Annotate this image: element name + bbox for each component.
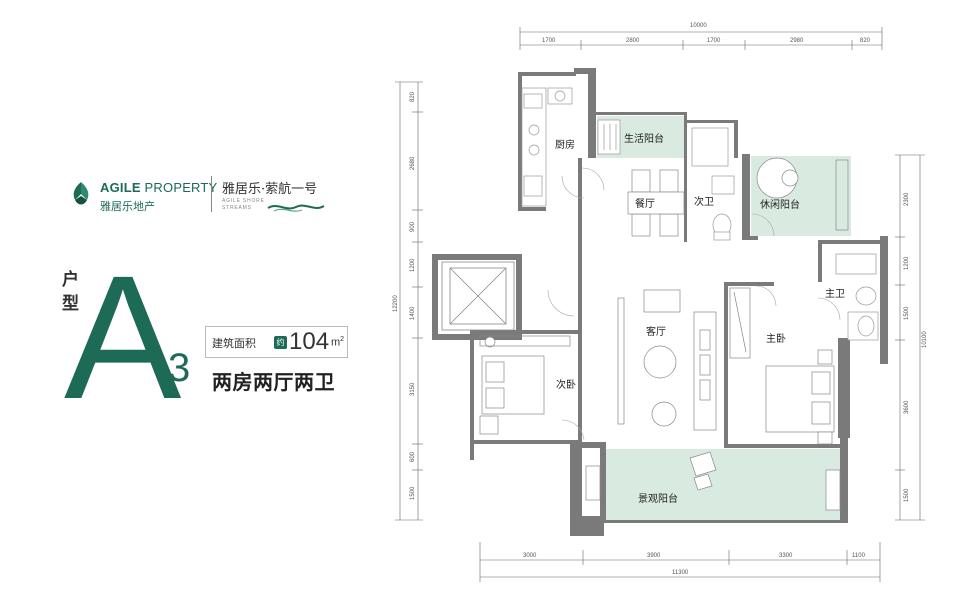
logo-divider	[211, 176, 212, 212]
dim-left-3: 900	[410, 221, 416, 232]
dim-left-8: 1500	[410, 486, 416, 500]
brand-name-cn: 雅居乐地产	[100, 200, 155, 213]
dim-top-5: 820	[860, 38, 871, 44]
floor-plan: 10000 1700 2800 1700 2980 820 3000 3900 …	[393, 23, 928, 582]
dining-table	[627, 169, 685, 237]
brand-name-en: AGILE PROPERTY	[100, 180, 218, 195]
dim-left-1: 820	[410, 91, 416, 102]
top-dimensions	[519, 27, 883, 50]
dim-top-1: 1700	[542, 38, 556, 44]
kitchen-counter	[521, 87, 573, 207]
unit-number: 3	[168, 346, 191, 390]
walls	[432, 68, 888, 536]
master-bed	[729, 287, 835, 445]
area-box: 建筑面积 约 104 m2	[205, 326, 348, 358]
master-bath-fixtures	[835, 253, 879, 341]
room-label-master-bath: 主卫	[825, 288, 845, 300]
door-swings	[547, 167, 841, 441]
dim-top-3: 1700	[707, 38, 721, 44]
dim-bottom-2: 3900	[647, 553, 661, 559]
dim-bottom-4: 1100	[852, 553, 866, 559]
dim-right-2: 1200	[904, 256, 910, 270]
left-dimensions	[395, 81, 423, 521]
left-panel: AGILE PROPERTY 雅居乐地产 雅居乐·萦航一号 AGILE SHOR…	[0, 0, 380, 600]
project-name-cn: 雅居乐·萦航一号	[222, 182, 318, 197]
dim-top-2: 2800	[626, 38, 640, 44]
dim-left-total: 12200	[393, 295, 399, 312]
dim-left-7: 600	[410, 451, 416, 462]
room-label-view-balcony: 景观阳台	[638, 492, 678, 505]
area-label: 建筑面积	[212, 337, 256, 350]
wave-icon	[267, 204, 325, 212]
balcony-chairs	[585, 451, 841, 511]
elevator-icon	[441, 261, 515, 331]
unit-letter: A	[64, 240, 182, 436]
dim-right-3: 1500	[904, 306, 910, 320]
view-balcony-fill	[606, 449, 846, 521]
area-unit: m2	[331, 336, 345, 349]
dim-top-4: 2980	[790, 38, 804, 44]
second-bath-fixtures	[691, 127, 735, 241]
dim-right-total: 10100	[922, 331, 928, 348]
dim-left-5: 1400	[410, 306, 416, 320]
brand-logo: AGILE PROPERTY 雅居乐地产 雅居乐·萦航一号 AGILE SHOR…	[66, 176, 356, 218]
dim-bottom-3: 3300	[779, 553, 793, 559]
dim-right-5: 1500	[904, 488, 910, 502]
dim-bottom-total: 11300	[672, 570, 689, 576]
living-furniture	[617, 289, 717, 431]
right-dimensions	[895, 154, 925, 521]
room-label-leisure-balcony: 休闲阳台	[760, 198, 800, 211]
dim-right-4: 3600	[904, 400, 910, 414]
room-label-living: 客厅	[646, 325, 666, 338]
dim-left-6: 3150	[410, 382, 416, 396]
room-label-dining: 餐厅	[635, 197, 655, 210]
area-value: 104	[289, 328, 330, 355]
unit-label-prefix: 户型	[62, 270, 79, 314]
dim-left-4: 1200	[410, 258, 416, 272]
dim-top-total: 10000	[690, 23, 707, 29]
dim-left-2: 2680	[410, 156, 416, 170]
dim-right-1: 2300	[904, 192, 910, 206]
area-qualifier: 约	[274, 336, 287, 349]
agile-logo-icon	[73, 182, 89, 205]
washer-icon	[597, 119, 621, 155]
bottom-dimensions	[479, 542, 881, 582]
room-label-utility-balcony: 生活阳台	[624, 132, 664, 145]
room-label-second-bedroom: 次卧	[556, 378, 576, 391]
room-label-second-bath: 次卫	[694, 195, 714, 208]
project-name-en: AGILE SHORE STREAMS	[222, 198, 265, 211]
balcony-table	[756, 157, 849, 231]
layout-description: 两房两厅两卫	[212, 370, 335, 394]
room-label-kitchen: 厨房	[555, 138, 575, 151]
second-bed	[479, 335, 571, 435]
room-label-master-bedroom: 主卧	[766, 332, 786, 345]
dim-bottom-1: 3000	[523, 553, 537, 559]
